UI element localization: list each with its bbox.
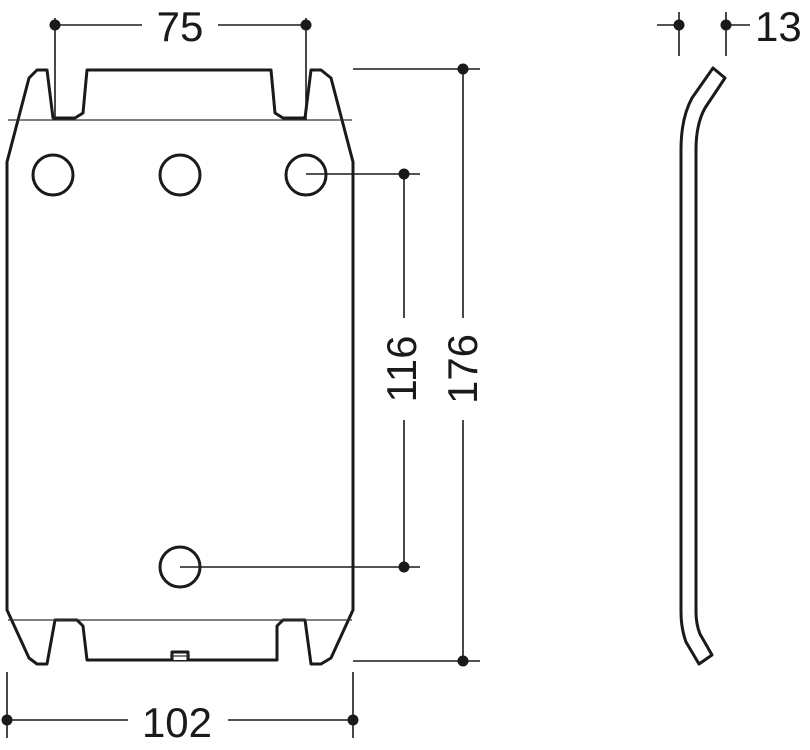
- dimension-dot: [300, 19, 312, 31]
- dimension-dot: [457, 655, 469, 667]
- dimension-dot: [398, 561, 410, 573]
- dimension-label-hole-spacing: 116: [378, 336, 425, 403]
- dimension-total-width: 102: [1, 672, 359, 746]
- dimension-top-width: 75: [49, 3, 312, 120]
- dimension-dot: [49, 19, 61, 31]
- dimension-dot: [457, 63, 469, 75]
- dimension-dot: [720, 19, 732, 31]
- side-profile: [679, 66, 727, 666]
- plate-front-view: [5, 68, 355, 666]
- mounting-hole-top-center: [158, 153, 202, 197]
- dimension-dot: [347, 714, 359, 726]
- dimension-dot: [1, 714, 13, 726]
- dimension-total-height: 176: [353, 63, 486, 667]
- dimension-dot: [673, 19, 685, 31]
- dimension-dot: [398, 168, 410, 180]
- dimension-label-total-width: 102: [142, 699, 212, 746]
- dimension-label-thickness: 13: [755, 3, 802, 50]
- dimension-hole-spacing: 116: [180, 168, 425, 573]
- plate-side-view: [679, 66, 727, 666]
- dimension-label-total-height: 176: [439, 334, 486, 404]
- dimension-thickness: 13: [657, 3, 802, 56]
- plate-outline: [5, 68, 355, 666]
- mounting-hole-top-right: [284, 153, 328, 197]
- mounting-hole-top-left: [31, 153, 75, 197]
- dimension-label-top-width: 75: [157, 3, 204, 50]
